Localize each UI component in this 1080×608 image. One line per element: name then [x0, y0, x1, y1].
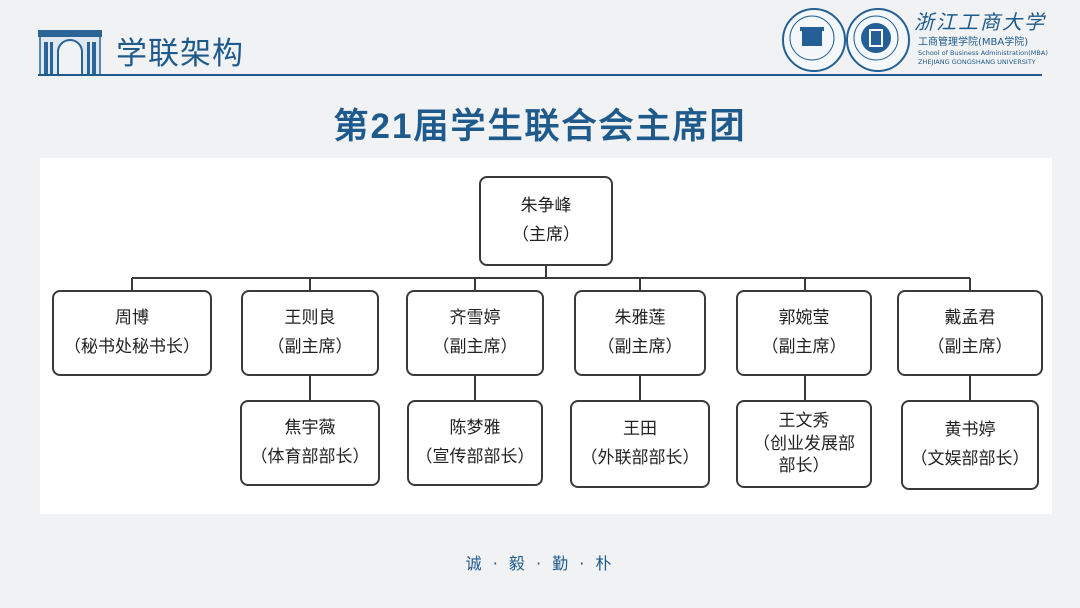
vice-president-role: （副主席）	[432, 337, 518, 357]
motto-footer: 诚 · 毅 · 勤 · 朴	[465, 554, 615, 573]
vice-president-box: 王则良 （副主席）	[241, 290, 379, 376]
section-title: 学联架构	[116, 36, 244, 72]
secretary-name: 周博	[115, 308, 149, 329]
school-name-en: School of Business Administration(MBA)	[918, 49, 1048, 57]
minister-box: 王田 （外联部部长）	[570, 400, 710, 488]
university-name-cn: 浙江工商大学	[914, 10, 1046, 34]
vice-president-role: （副主席）	[597, 337, 683, 357]
header-divider	[38, 74, 1042, 76]
vice-president-box: 戴孟君 （副主席）	[897, 290, 1043, 376]
minister-role: （文娱部部长）	[910, 449, 1030, 469]
president-box: 朱争峰 （主席）	[479, 176, 613, 266]
school-name-cn: 工商管理学院(MBA学院)	[918, 37, 1029, 48]
header: 学联架构 浙江工商大学 工商管理学院(MBA学院) School of Busi…	[0, 0, 1080, 76]
vice-president-box: 郭婉莹 （副主席）	[736, 290, 872, 376]
minister-name: 陈梦雅	[449, 418, 501, 439]
org-chart-panel: 朱争峰 （主席） 周博 （秘书处秘书长） 王则良 （副主席） 齐雪婷 （副主席）…	[40, 158, 1052, 514]
vice-president-role: （副主席）	[267, 337, 353, 357]
minister-box: 王文秀 （创业发展部部长）	[736, 400, 872, 488]
minister-role: （体育部部长）	[250, 447, 370, 467]
president-role: （主席）	[512, 225, 580, 245]
secretary-role: （秘书处秘书长）	[64, 337, 200, 357]
university-name-en: ZHEJIANG GONGSHANG UNIVERSITY	[918, 58, 1036, 66]
minister-name: 焦宇薇	[284, 418, 336, 439]
school-seal-icon	[846, 8, 910, 72]
minister-box: 陈梦雅 （宣传部部长）	[407, 400, 543, 486]
minister-box: 黄书婷 （文娱部部长）	[901, 400, 1039, 490]
minister-role: （宣传部部长）	[415, 447, 535, 467]
gate-logo-icon	[38, 30, 102, 76]
university-seal-icon	[782, 8, 846, 72]
minister-role: （外联部部长）	[580, 448, 700, 468]
minister-box: 焦宇薇 （体育部部长）	[240, 400, 380, 486]
vice-president-name: 齐雪婷	[449, 308, 501, 329]
president-name: 朱争峰	[520, 196, 572, 217]
vice-president-name: 郭婉莹	[778, 308, 830, 329]
vice-president-box: 齐雪婷 （副主席）	[406, 290, 544, 376]
vice-president-role: （副主席）	[927, 337, 1013, 357]
secretary-box: 周博 （秘书处秘书长）	[52, 290, 212, 376]
page-title: 第21届学生联合会主席团	[333, 107, 747, 146]
vice-president-role: （副主席）	[761, 337, 847, 357]
minister-name: 王文秀	[778, 410, 830, 431]
minister-role: （创业发展部部长）	[753, 433, 855, 477]
vice-president-name: 朱雅莲	[614, 308, 666, 329]
vice-president-box: 朱雅莲 （副主席）	[574, 290, 706, 376]
minister-name: 黄书婷	[944, 420, 996, 441]
vice-president-name: 戴孟君	[944, 308, 996, 329]
vice-president-name: 王则良	[284, 308, 336, 329]
org-chart-connectors	[131, 266, 971, 400]
minister-name: 王田	[623, 419, 657, 440]
